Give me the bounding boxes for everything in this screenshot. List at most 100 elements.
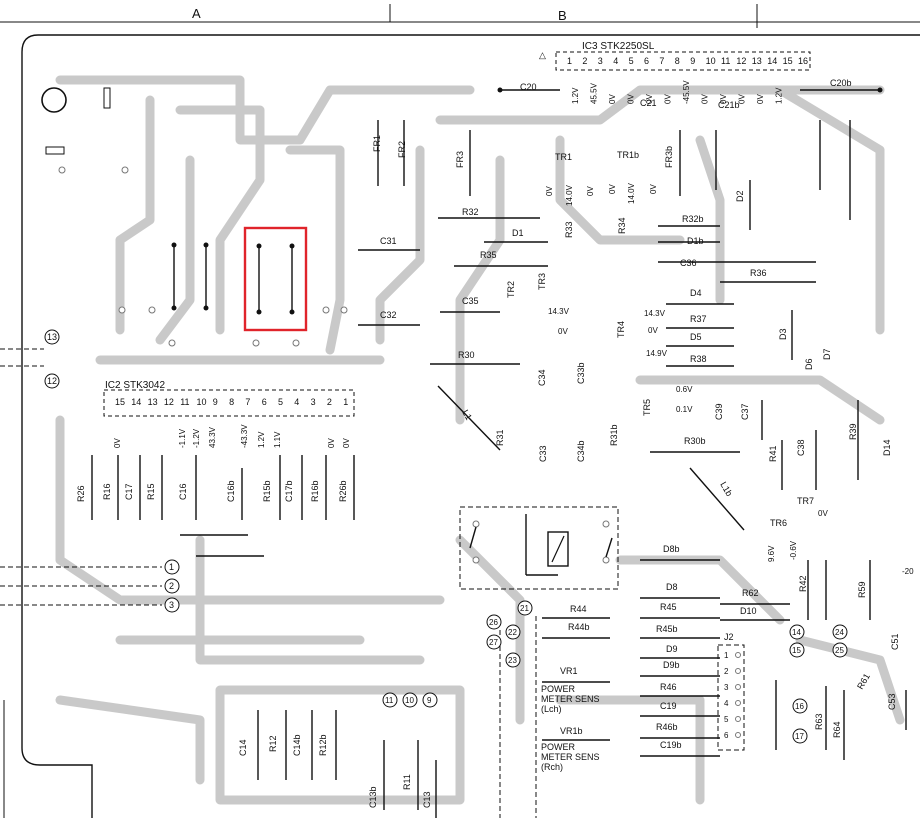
label-r42: R42 bbox=[798, 575, 808, 592]
j2-pin: 4 bbox=[724, 699, 729, 708]
label-d9b: D9b bbox=[663, 660, 680, 670]
svg-text:10: 10 bbox=[405, 696, 414, 705]
ic2-voltage: -1.2V bbox=[192, 428, 201, 448]
label-r63: R63 bbox=[814, 713, 824, 730]
label-r15b: R15b bbox=[262, 480, 272, 502]
jumpers-a bbox=[118, 242, 348, 347]
j2-pad bbox=[735, 684, 741, 690]
ic3-voltage: 0V bbox=[664, 94, 673, 104]
svg-text:0.6V: 0.6V bbox=[676, 385, 693, 394]
ic2-pin: 14 bbox=[131, 397, 141, 407]
connector-1-2-3: 1 2 3 bbox=[0, 559, 180, 613]
label-d4: D4 bbox=[690, 288, 702, 298]
label-r16: R16 bbox=[102, 483, 112, 500]
svg-text:11: 11 bbox=[385, 696, 394, 705]
label-c32: C32 bbox=[380, 310, 397, 320]
ic2-pin: 12 bbox=[164, 397, 174, 407]
voltage-labels: 0V 14.0V 0V 0V 14.0V 0V 14.3V 0V 14.3V 0… bbox=[545, 182, 914, 576]
grid-col-a: A bbox=[192, 6, 201, 21]
ic3-voltage: 0V bbox=[645, 94, 654, 104]
label-c17: C17 bbox=[124, 483, 134, 500]
label-fr1: FR1 bbox=[372, 135, 382, 152]
j2-pin: 6 bbox=[724, 731, 729, 740]
label-c20b: C20b bbox=[830, 78, 852, 88]
ic2-pin: 7 bbox=[245, 397, 250, 407]
label-l1b: L1b bbox=[718, 480, 734, 498]
ic3-pin: 10 bbox=[706, 56, 716, 66]
j2-pad bbox=[735, 700, 741, 706]
label-vr1b: VR1b bbox=[560, 726, 583, 736]
conn-3: 3 bbox=[169, 600, 174, 610]
label-fr3: FR3 bbox=[455, 151, 465, 168]
label-d2: D2 bbox=[735, 190, 745, 202]
svg-text:POWER: POWER bbox=[541, 742, 576, 752]
ic2-voltage: 0V bbox=[113, 438, 122, 448]
ic2-voltage: 0V bbox=[327, 438, 336, 448]
ic2-voltage: -1.1V bbox=[178, 428, 187, 448]
ic3-pin: 16 bbox=[798, 56, 808, 66]
ic3-voltage: 0V bbox=[701, 94, 710, 104]
mounting-features bbox=[41, 87, 129, 174]
ic2-voltage: -43.3V bbox=[240, 424, 249, 448]
label-r61: R61 bbox=[855, 672, 872, 691]
label-c21: C21 bbox=[640, 98, 657, 108]
label-tr3: TR3 bbox=[537, 273, 547, 290]
label-r41: R41 bbox=[768, 445, 778, 462]
label-r12b: R12b bbox=[318, 734, 328, 756]
ic2-pin: 15 bbox=[115, 397, 125, 407]
ic3-voltage: 1.2V bbox=[571, 87, 580, 104]
ic3-pin: 12 bbox=[736, 56, 746, 66]
svg-text:-20: -20 bbox=[902, 567, 914, 576]
conn-13: 13 bbox=[47, 332, 57, 342]
svg-text:16: 16 bbox=[795, 702, 804, 711]
j2-pin: 2 bbox=[724, 667, 729, 676]
label-c34b: C34b bbox=[576, 440, 586, 462]
label-r33: R33 bbox=[564, 221, 574, 238]
label-r34: R34 bbox=[617, 217, 627, 234]
label-r30: R30 bbox=[458, 350, 475, 360]
svg-text:24: 24 bbox=[835, 628, 844, 637]
wires bbox=[91, 87, 907, 818]
ic2-voltage: 1.2V bbox=[257, 431, 266, 448]
label-tr2: TR2 bbox=[506, 281, 516, 298]
svg-text:METER SENS: METER SENS bbox=[541, 694, 600, 704]
label-d1: D1 bbox=[512, 228, 524, 238]
label-c33b: C33b bbox=[576, 362, 586, 384]
svg-text:0V: 0V bbox=[586, 186, 595, 196]
ic3-pin: 3 bbox=[598, 56, 603, 66]
label-d5: D5 bbox=[690, 332, 702, 342]
svg-text:METER SENS: METER SENS bbox=[541, 752, 600, 762]
j2-pin: 5 bbox=[724, 715, 729, 724]
ic2-pin: 2 bbox=[327, 397, 332, 407]
label-r32: R32 bbox=[462, 207, 479, 217]
label-c16: C16 bbox=[178, 483, 188, 500]
ic3-voltage: 0V bbox=[738, 94, 747, 104]
ic3-pin: 7 bbox=[659, 56, 664, 66]
ic3-pin: 5 bbox=[629, 56, 634, 66]
svg-text:0V: 0V bbox=[818, 509, 828, 518]
svg-text:17: 17 bbox=[795, 732, 804, 741]
label-tr1b: TR1b bbox=[617, 150, 639, 160]
ic2-pin: 1 bbox=[343, 397, 348, 407]
svg-text:15: 15 bbox=[792, 646, 801, 655]
ic2-pin: 5 bbox=[278, 397, 283, 407]
svg-text:0V: 0V bbox=[545, 186, 554, 196]
label-d6: D6 bbox=[804, 358, 814, 370]
label-r30b: R30b bbox=[684, 436, 706, 446]
label-r31b: R31b bbox=[609, 424, 619, 446]
ic2-pin: 6 bbox=[262, 397, 267, 407]
label-c14: C14 bbox=[238, 739, 248, 756]
ic2-pin: 10 bbox=[197, 397, 207, 407]
label-l1: L1 bbox=[460, 408, 474, 422]
ic3-voltage: 0V bbox=[719, 94, 728, 104]
label-r12: R12 bbox=[268, 735, 278, 752]
label-r11: R11 bbox=[402, 774, 412, 790]
svg-text:9.6V: 9.6V bbox=[767, 545, 776, 562]
svg-text:0V: 0V bbox=[648, 326, 658, 335]
ic3-pin: 1 bbox=[567, 56, 572, 66]
svg-text:0.1V: 0.1V bbox=[676, 405, 693, 414]
